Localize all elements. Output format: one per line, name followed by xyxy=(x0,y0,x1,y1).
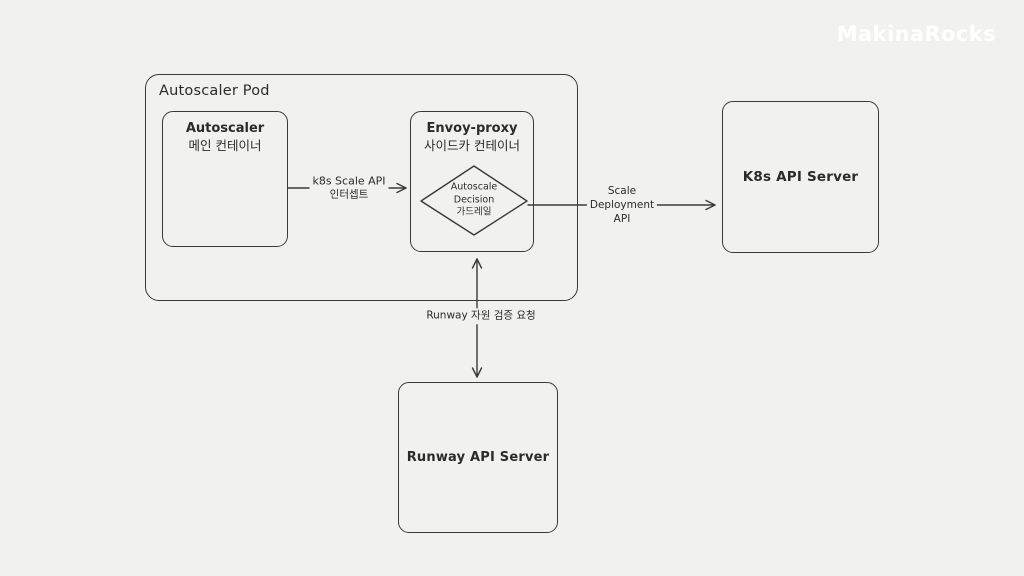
makinarocks-logo: MakinaRocks xyxy=(836,22,996,46)
guardrail-line1: Autoscale xyxy=(450,181,498,193)
autoscaler-main-container-title: Autoscaler 메인 컨테이너 xyxy=(163,120,287,154)
autoscaler-title: Autoscaler xyxy=(185,121,265,136)
envoy-proxy-title: Envoy-proxy xyxy=(426,121,518,136)
autoscaler-pod-box: Autoscaler Pod xyxy=(145,74,578,301)
guardrail-diamond-label: Autoscale Decision 가드레일 xyxy=(451,181,498,219)
guardrail-line3: 가드레일 xyxy=(456,206,492,218)
autoscaler-subtitle: 메인 컨테이너 xyxy=(188,138,262,153)
edge-label-scale-deployment-line3: API xyxy=(613,213,631,225)
envoy-proxy-title-group: Envoy-proxy 사이드카 컨테이너 xyxy=(411,120,533,154)
runway-api-server-title: Runway API Server xyxy=(406,450,550,465)
edge-label-k8s-scale-api-line1: k8s Scale API xyxy=(312,174,386,188)
autoscaler-main-container-box: Autoscaler 메인 컨테이너 xyxy=(162,111,288,247)
autoscaler-pod-label: Autoscaler Pod xyxy=(159,83,270,99)
envoy-proxy-sidecar-box: Envoy-proxy 사이드카 컨테이너 xyxy=(410,111,534,252)
edge-label-scale-deployment-api: Scale Deployment API xyxy=(586,183,658,227)
edge-label-runway-resource-check: Runway 자원 검증 요청 xyxy=(421,308,541,324)
envoy-proxy-subtitle: 사이드카 컨테이너 xyxy=(424,138,520,153)
k8s-api-server-box: K8s API Server xyxy=(722,101,879,253)
guardrail-line2: Decision xyxy=(453,193,495,205)
edge-label-k8s-scale-api: k8s Scale API 인터셉트 xyxy=(309,173,389,203)
edge-label-k8s-scale-api-line2: 인터셉트 xyxy=(329,188,369,200)
runway-api-server-box: Runway API Server xyxy=(398,382,558,533)
edge-label-scale-deployment-line2: Deployment xyxy=(589,199,655,211)
edge-label-scale-deployment-line1: Scale xyxy=(607,185,637,197)
k8s-api-server-title: K8s API Server xyxy=(742,169,859,185)
